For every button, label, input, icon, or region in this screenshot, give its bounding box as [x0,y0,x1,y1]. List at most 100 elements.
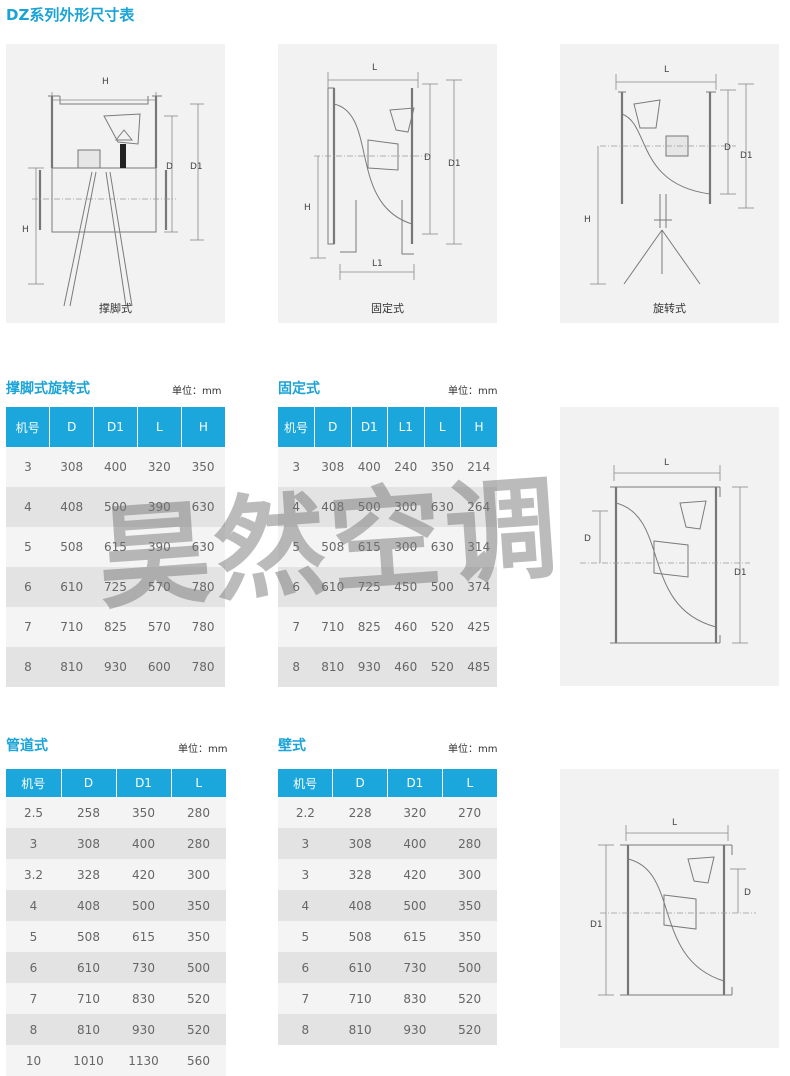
table-cell: 3 [6,447,50,487]
col-header: L [442,769,497,797]
table-cell: 3 [6,828,61,859]
dim-label-l: L [664,458,669,468]
table-cell: 328 [61,859,116,890]
table-cell: 3 [278,447,315,487]
table-cell: 508 [61,921,116,952]
table-cell: 930 [93,647,138,687]
table-cell: 710 [332,983,388,1014]
table-cell: 408 [314,487,351,527]
col-header: L [171,769,226,797]
table-cell: 300 [442,859,497,890]
dim-label-h-side: H [22,225,29,235]
col-header: 机号 [6,407,51,447]
table-cell: 400 [351,447,388,487]
table-cell: 408 [49,487,94,527]
table-cell: 350 [171,921,226,952]
col-header: L1 [387,407,425,447]
dim-label-l: L [672,818,677,828]
dim-label-h: H [304,203,311,213]
table-cell: 320 [387,797,443,828]
dim-label-l: L [664,65,669,75]
table-cell: 300 [387,527,424,567]
col-header: D1 [93,407,138,447]
table-cell: 930 [351,647,388,687]
figure-fixed-side: L D D1 [560,407,779,686]
unit-label-t1: 单位：mm [172,386,222,397]
table-cell: 630 [424,527,461,567]
table-cell: 830 [387,983,443,1014]
table-cell: 485 [460,647,497,687]
dim-label-d1: D1 [448,159,461,169]
table-cell: 508 [314,527,351,567]
col-header: H [181,407,225,447]
table-header-row: 机号 D D1 L H [6,407,225,447]
table-cell: 320 [137,447,182,487]
table-cell: 10 [6,1045,61,1076]
col-header: 机号 [6,769,62,797]
table-cell: 520 [171,983,226,1014]
table-cell: 350 [181,447,225,487]
figure-caption-fixed: 固定式 [371,302,404,315]
col-header: D [332,769,388,797]
figure-caption-rotating: 旋转式 [653,302,686,315]
table-cell: 600 [137,647,182,687]
table-cell: 4 [278,890,333,921]
table-cell: 400 [93,447,138,487]
table-cell: 350 [424,447,461,487]
table-cell: 615 [387,921,443,952]
table-cell: 520 [424,647,461,687]
table-cell: 500 [351,487,388,527]
unit-label-t4: 单位：mm [448,744,498,755]
table-cell: 308 [49,447,94,487]
table-cell: 825 [93,607,138,647]
dim-label-d1: D1 [590,920,603,930]
table-cell: 5 [6,921,61,952]
dim-label-d1: D1 [740,151,753,161]
table-cell: 280 [171,797,226,828]
table-cell: 350 [116,797,171,828]
table-cell: 240 [387,447,424,487]
table-cell: 3.2 [6,859,61,890]
table-cell: 5 [6,527,50,567]
table-cell: 615 [351,527,388,567]
table-cell: 630 [181,487,225,527]
table-cell: 460 [387,607,424,647]
table-cell: 408 [61,890,116,921]
rotating-drawing: L D D1 H [584,65,754,285]
table-cell: 425 [460,607,497,647]
table-cell: 7 [278,983,333,1014]
table-cell: 300 [171,859,226,890]
table-cell: 308 [332,828,388,859]
table-cell: 4 [6,890,61,921]
table-cell: 508 [332,921,388,952]
table-cell: 810 [332,1014,388,1045]
col-header: D1 [116,769,172,797]
dim-label-d: D [166,162,173,172]
table-cell: 710 [49,607,94,647]
table-cell: 8 [278,1014,333,1045]
table-cell: 390 [137,527,182,567]
table-cell: 830 [116,983,171,1014]
figure-fixed: L D D1 H L1 固定式 [278,44,497,323]
table-cell: 420 [116,859,171,890]
col-header: L [137,407,182,447]
table-cell: 460 [387,647,424,687]
unit-label-t3: 单位：mm [178,744,228,755]
table-header-row: 机号 D D1 L1 L H [278,407,497,447]
table-cell: 630 [424,487,461,527]
